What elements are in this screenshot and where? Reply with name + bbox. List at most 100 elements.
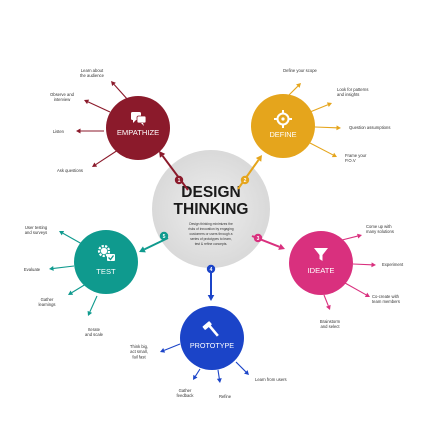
- step-number-badge: 4: [206, 264, 216, 274]
- action-label-line: feedback: [177, 393, 195, 398]
- action-arrow: [193, 368, 201, 380]
- step-number: 1: [178, 178, 181, 184]
- action-label-line: Question assumptions: [349, 125, 390, 130]
- action-label-line: and scale: [85, 332, 104, 337]
- action-label-line: and insights: [337, 92, 359, 97]
- action-label-line: and select: [320, 324, 340, 329]
- stage-label: DEFINE: [269, 130, 296, 139]
- action-label-line: P.O.V: [345, 158, 356, 163]
- action-label-line: Look for patterns: [337, 87, 368, 92]
- action-label-line: Observe and: [50, 92, 75, 97]
- action-arrow: [309, 102, 332, 113]
- action-label: Define your scope: [283, 68, 317, 73]
- action-label-line: Listen: [53, 129, 65, 134]
- step-number: 2: [244, 178, 247, 184]
- step-number-badge: 3: [253, 233, 263, 243]
- action-label-line: fail fast: [132, 354, 146, 359]
- action-label-line: Gather: [41, 297, 54, 302]
- action-arrow: [59, 231, 83, 245]
- action-label: Ask questions: [57, 168, 83, 173]
- action-arrow: [288, 83, 301, 96]
- center-title-line2: THINKING: [174, 201, 249, 218]
- action-label-line: Gather: [179, 388, 192, 393]
- stage-circle: [106, 96, 170, 160]
- action-arrow: [341, 233, 362, 241]
- hub-arrow: [207, 273, 215, 301]
- action-arrow: [111, 81, 129, 101]
- hub-arrow: [237, 155, 262, 190]
- action-label-line: interview: [54, 97, 71, 102]
- action-label-line: Refine: [219, 394, 232, 399]
- center-description-line: series of prototypes to learn,: [190, 237, 232, 241]
- action-arrow: [84, 99, 111, 113]
- stage-circle: [74, 230, 138, 294]
- action-label-line: Frame your: [345, 153, 367, 158]
- action-label-line: Learn about: [81, 68, 104, 73]
- action-label-line: Evaluate: [24, 267, 41, 272]
- stage-label: IDEATE: [308, 266, 335, 275]
- action-label-line: Co-create with: [372, 294, 400, 299]
- action-label-line: Experiment: [382, 262, 404, 267]
- action-label-line: Define your scope: [283, 68, 317, 73]
- action-label-line: User testing: [25, 225, 48, 230]
- hammer-icon: [202, 321, 219, 337]
- action-arrow: [92, 149, 119, 167]
- action-label-line: learnings: [39, 302, 56, 307]
- center-description-line: Design thinking minimizes the: [189, 222, 233, 226]
- action-label-line: act small,: [130, 349, 148, 354]
- step-number-badge: 5: [159, 231, 169, 241]
- action-arrow: [352, 262, 376, 268]
- action-arrow: [216, 369, 222, 383]
- action-label-line: the audience: [80, 73, 105, 78]
- action-label-line: many solutions: [366, 229, 394, 234]
- action-arrow: [314, 125, 341, 131]
- action-label: Refine: [219, 394, 232, 399]
- action-label: Evaluate: [24, 267, 41, 272]
- action-label: Think big,act small,fail fast: [130, 344, 148, 359]
- action-arrow: [235, 361, 249, 375]
- gear-check-icon: [97, 244, 115, 261]
- step-number-badge: 1: [174, 175, 184, 185]
- step-number: 4: [210, 267, 213, 273]
- target-icon: [274, 110, 292, 128]
- action-label: Experiment: [382, 262, 404, 267]
- action-label-line: Learn from users: [255, 377, 287, 382]
- stage-circle: [289, 231, 353, 295]
- action-label: Learn from users: [255, 377, 287, 382]
- stage-label: EMPATHIZE: [117, 128, 159, 137]
- action-label-line: Brainstorm: [320, 319, 341, 324]
- stage-label: TEST: [96, 267, 116, 276]
- action-arrow: [323, 294, 331, 310]
- center-title-line1: DESIGN: [181, 184, 240, 201]
- action-label-line: Think big,: [130, 344, 148, 349]
- action-label-line: and surveys: [25, 230, 48, 235]
- action-arrow: [344, 282, 370, 297]
- action-arrow: [160, 343, 181, 353]
- stage-circle: [180, 306, 244, 370]
- action-label-line: Ask questions: [57, 168, 83, 173]
- step-number: 5: [163, 234, 166, 240]
- action-arrow: [87, 295, 98, 316]
- action-label-line: Come up with: [366, 224, 392, 229]
- action-label-line: Iterate: [88, 327, 101, 332]
- step-number-badge: 2: [240, 175, 250, 185]
- action-arrow: [68, 283, 87, 295]
- action-label-line: team members: [372, 299, 400, 304]
- action-arrow: [49, 265, 75, 271]
